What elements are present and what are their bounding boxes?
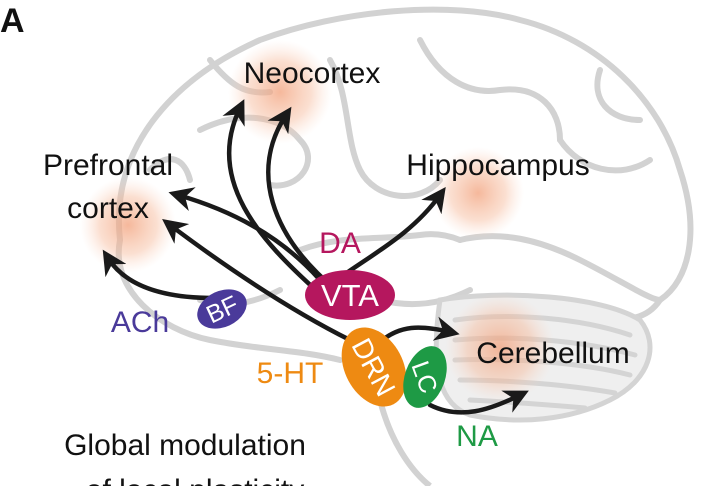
na-label: NA [456, 420, 498, 453]
region-highlights [80, 40, 555, 403]
caption-line2: of local plasticity [86, 474, 304, 486]
hippocampus-highlight [432, 147, 524, 239]
cerebellum-label: Cerebellum [476, 337, 629, 370]
cerebellum-highlight [445, 293, 555, 403]
caption-line1: Global modulation [64, 429, 306, 462]
lc-to-cerebellum-arrow [427, 390, 529, 415]
prefrontal-highlight [80, 177, 176, 273]
vta-to-neocortex-arrow-2 [266, 106, 339, 293]
vta-to-hippocampus-arrow [345, 186, 446, 275]
nucleus-drn: DRN [341, 327, 407, 407]
da-label: DA [319, 227, 361, 260]
neocortex-label: Neocortex [244, 57, 381, 90]
serotonin-label: 5-HT [257, 357, 324, 390]
vta-to-neocortex-arrow [222, 99, 321, 295]
vta-to-prefrontal-arrow [168, 187, 323, 283]
nucleus-lc: LC [403, 346, 447, 408]
ach-label: ACh [111, 306, 169, 339]
hippocampus-label: Hippocampus [406, 149, 589, 182]
vta-label: VTA [321, 278, 379, 313]
bf-to-prefrontal-arrow [102, 249, 217, 301]
panel-letter: A [0, 2, 25, 40]
neocortex-highlight [228, 40, 332, 144]
nucleus-vta: VTA [305, 270, 395, 320]
prefrontal-label-line2: cortex [67, 192, 149, 225]
prefrontal-label-line1: Prefrontal [43, 149, 173, 182]
drn-to-prefrontal-arrow [162, 219, 353, 343]
brainstem-outline [377, 399, 432, 489]
nucleus-bf: BF [197, 289, 247, 329]
